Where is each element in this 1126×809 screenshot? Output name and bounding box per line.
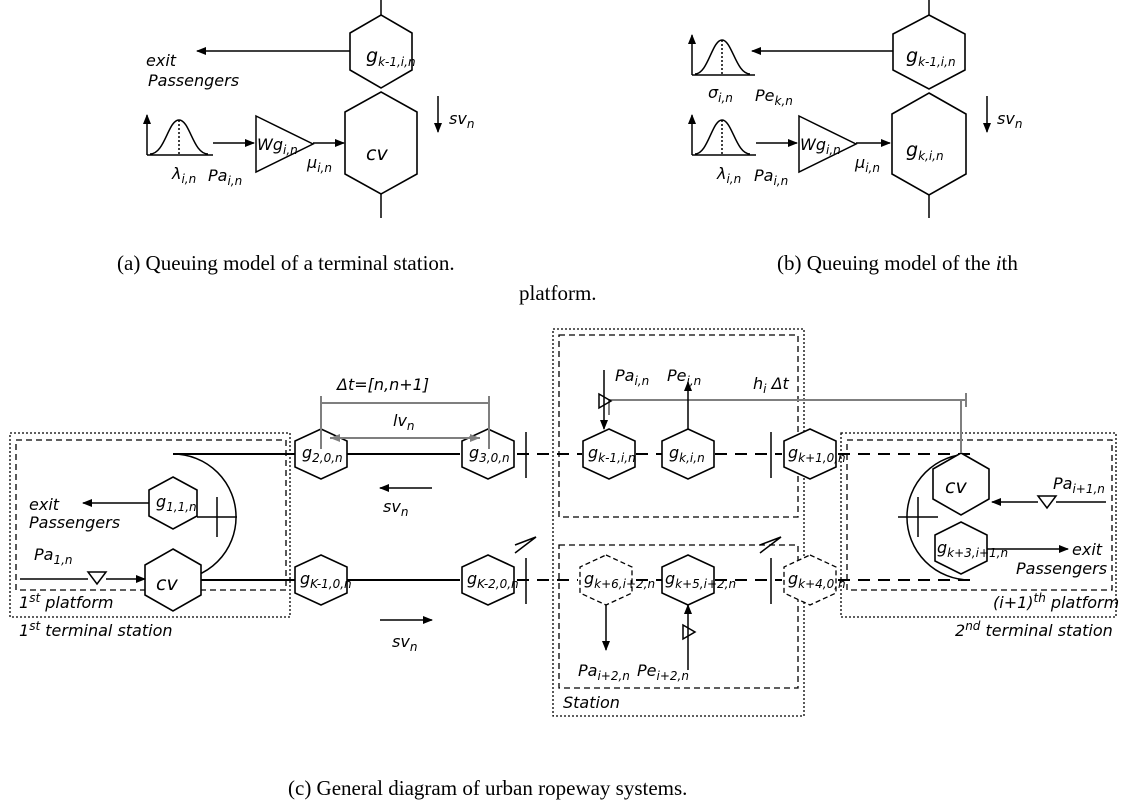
- panel-a: gk-1,i,n cv exit Passengers svn λi,n Pai…: [143, 0, 474, 218]
- c-platform-i1-label: (i+1)th platform: [993, 591, 1119, 612]
- c-cv-right-label: cv: [945, 476, 967, 498]
- hexagon-g-2-0-n: [294, 428, 348, 480]
- b-gk1in-label: gk-1,i,n: [906, 45, 956, 69]
- station-upper-platform-box: [558, 334, 799, 518]
- hexagon-g-k-i-n-c: [661, 428, 715, 480]
- b-svn-label: svn: [997, 109, 1022, 131]
- b-sigma-label: σi,n: [708, 83, 733, 105]
- hexagon-cv-left: [144, 548, 202, 612]
- caption-b-line2: platform.: [519, 281, 597, 305]
- b-pe-label: Pek,n: [755, 86, 793, 108]
- a-wg-label: Wgi,n: [257, 135, 298, 157]
- panel-b: gk-1,i,n gk,i,n σi,n Pek,n svn λi,n Pai,…: [688, 0, 1022, 218]
- c-gkin-label: gk,i,n: [669, 443, 705, 465]
- c-gk5-label: gk+5,i+2,n: [665, 569, 736, 591]
- c-pa-i2-label: Pai+2,n: [578, 661, 630, 683]
- c-passengers-right-label: Passengers: [1016, 559, 1107, 578]
- a-cv-label: cv: [366, 143, 388, 165]
- hexagon-g-k3-i1-n: [934, 521, 988, 575]
- a-mu-label: μi,n: [306, 153, 332, 175]
- station-lower-platform-box: [558, 544, 799, 689]
- c-platform1-label: 1st platform: [19, 591, 114, 612]
- a-gk1in-label: gk-1,i,n: [366, 45, 416, 69]
- c-pa-i1-label: Pai+1,n: [1053, 474, 1105, 496]
- c-pein-label: Pei,n: [667, 366, 701, 388]
- hexagon-g-k4-0-n: [783, 554, 837, 606]
- c-svn-bottom-label: svn: [392, 632, 417, 654]
- c-gk40n-label: gk+4,0,n: [788, 569, 846, 591]
- hexagon-g-k-i-n-b: [891, 92, 967, 196]
- c-passengers-left-label: Passengers: [29, 513, 120, 532]
- panel-c: g1,1,n cv g2,0,n g3,0,n gK-1,0,n gK-2,0,…: [9, 328, 1119, 717]
- b-mu-label: μi,n: [854, 153, 880, 175]
- c-gK10n-label: gK-1,0,n: [300, 569, 352, 591]
- c-pe-i2-label: Pei+2,n: [637, 661, 689, 683]
- c-station-label: Station: [563, 693, 620, 712]
- c-gk6-label: gk+6,i+2,n: [584, 569, 655, 591]
- c-g30n-label: g3,0,n: [469, 443, 510, 465]
- c-exit-right-label: exit: [1072, 540, 1103, 559]
- station-box: [552, 328, 805, 717]
- b-lambda-label: λi,n: [716, 164, 741, 186]
- c-g11n-label: g1,1,n: [156, 492, 197, 514]
- b-sigma-distribution-icon: [688, 34, 755, 76]
- caption-a: (a) Queuing model of a terminal station.: [117, 251, 455, 275]
- caption-c: (c) General diagram of urban ropeway sys…: [288, 776, 687, 800]
- a-lambda-distribution-icon: [143, 114, 213, 156]
- caption-b: (b) Queuing model of the ith: [777, 251, 1018, 275]
- hexagon-g-k-1-i-n-b: [892, 14, 966, 90]
- a-pa-label: Pai,n: [208, 166, 242, 188]
- hexagon-g-k-1-i-n: [349, 14, 413, 89]
- hexagon-g-k-1-i-n-c: [582, 428, 636, 480]
- a-lambda-label: λi,n: [171, 164, 196, 186]
- c-hi-dt-label: hi Δt: [753, 374, 790, 396]
- hexagon-g-3-0-n: [461, 428, 515, 480]
- hexagon-cv-right: [932, 452, 990, 516]
- hexagon-g-k1-0-n: [783, 428, 837, 480]
- hexagon-g-K-1-0-n: [294, 554, 348, 606]
- c-terminal1-label: 1st terminal station: [19, 619, 173, 640]
- a-svn-label: svn: [449, 109, 474, 131]
- terminal-station-1-box: [9, 432, 291, 618]
- a-passengers-label: Passengers: [148, 71, 239, 90]
- b-lambda-distribution-icon: [688, 114, 756, 156]
- c-gk1in-label: gk-1,i,n: [588, 443, 636, 465]
- a-exit-label: exit: [146, 51, 177, 70]
- hexagon-g-1-1-n: [148, 476, 198, 530]
- c-terminal2-label: 2nd terminal station: [955, 619, 1113, 640]
- a-wg-triangle: [255, 114, 315, 174]
- c-g20n-label: g2,0,n: [302, 443, 343, 465]
- terminal-station-2-box: [840, 432, 1117, 618]
- b-wg-triangle: [798, 114, 858, 174]
- hexagon-g-K-2-0-n: [461, 554, 515, 606]
- c-pa1n-label: Pa1,n: [34, 545, 73, 567]
- c-dt-range-label: Δt=[n,n+1]: [335, 375, 429, 394]
- b-pa-label: Pai,n: [754, 166, 788, 188]
- c-gk10n-label: gk+1,0,n: [788, 443, 846, 465]
- c-pain-label: Pai,n: [615, 366, 649, 388]
- b-wg-label: Wgi,n: [800, 135, 841, 157]
- c-exit-left-label: exit: [29, 495, 60, 514]
- c-gK20n-label: gK-2,0,n: [467, 569, 519, 591]
- b-gkin-label: gk,i,n: [906, 139, 944, 163]
- c-svn-top-label: svn: [383, 497, 408, 519]
- c-lvn-label: lvn: [393, 411, 415, 433]
- c-cv-left-label: cv: [156, 573, 178, 595]
- platform-i1-box: [846, 439, 1113, 591]
